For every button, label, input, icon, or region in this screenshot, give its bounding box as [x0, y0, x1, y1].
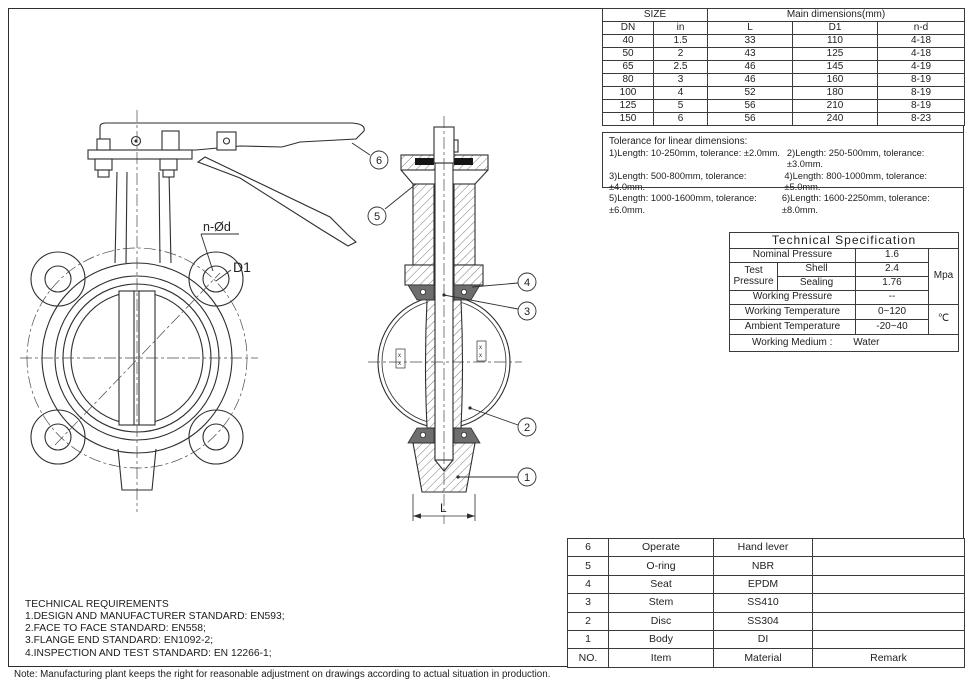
- requirement-item: 3.FLANGE END STANDARD: EN1092-2;: [25, 635, 214, 647]
- tolerance-row: 3)Length: 500-800mm, tolerance: ±4.0mm. …: [609, 170, 927, 192]
- callout-2: 2: [524, 422, 530, 434]
- bolt-circle-label: D1: [233, 259, 251, 275]
- svg-text:x: x: [398, 353, 401, 359]
- valve-neck: [114, 171, 172, 264]
- temperature-unit: ℃: [927, 304, 960, 335]
- sealing-value: 1.76: [855, 276, 929, 291]
- requirement-item: 2.FACE TO FACE STANDARD: EN558;: [25, 623, 206, 635]
- svg-text:x: x: [479, 345, 482, 351]
- length-dim-label: L: [440, 501, 447, 515]
- disc-hub: [424, 299, 464, 429]
- col-footer-material: Material: [713, 648, 813, 668]
- col-header-l: L: [707, 21, 794, 35]
- working-temperature-value: 0~120: [855, 304, 929, 320]
- sheet-border: [8, 8, 964, 667]
- requirement-item: 4.INSPECTION AND TEST STANDARD: EN 12266…: [25, 647, 272, 659]
- svg-text:x: x: [479, 353, 482, 359]
- front-view-centerlines: [20, 110, 258, 512]
- section-symbols: x x x x: [395, 340, 487, 369]
- lever-mount-plate: [87, 149, 193, 160]
- side-view-centerlines: [368, 116, 522, 524]
- size-header: SIZE: [601, 8, 709, 22]
- col-footer-remark: Remark: [812, 648, 965, 668]
- tolerance-row: 5)Length: 1000-1600mm, tolerance: ±6.0mm…: [609, 193, 930, 215]
- tolerance-box: Tolerance for linear dimensions: 1)Lengt…: [602, 132, 964, 215]
- ambient-temperature-label: Ambient Temperature: [729, 319, 856, 335]
- shell-value: 2.4: [855, 262, 929, 277]
- size-dimensions-table: SIZE Main dimensions(mm) DN in L D1 n-d …: [601, 8, 966, 126]
- col-header-dn: DN: [602, 21, 654, 35]
- callout-6: 6: [376, 155, 382, 167]
- col-header-in: in: [652, 21, 709, 35]
- butterfly-valve-drawing: n-Ød D1: [20, 110, 537, 524]
- bolt-pattern-label: n-Ød: [203, 220, 231, 234]
- spec-title: Technical Specification: [728, 232, 960, 249]
- working-temperature-label: Working Temperature: [729, 304, 856, 320]
- nominal-pressure-label: Nominal Pressure: [729, 248, 856, 263]
- callout-balloons: 6 5 4 3 2 1: [351, 142, 537, 487]
- o-ring-band: [415, 158, 434, 165]
- seat-seals: [407, 284, 481, 444]
- neck-walls: [404, 183, 484, 286]
- test-pressure-label: Test Pressure: [729, 262, 778, 291]
- tolerance-title: Tolerance for linear dimensions:: [609, 136, 748, 147]
- manufacturing-note: Note: Manufacturing plant keeps the righ…: [14, 669, 551, 680]
- col-footer-item: Item: [608, 648, 714, 668]
- shell-label: Shell: [777, 262, 856, 277]
- working-pressure-label: Working Pressure: [729, 290, 856, 305]
- col-footer-no: NO.: [567, 648, 609, 668]
- front-view: n-Ød D1: [20, 110, 365, 512]
- callout-1: 1: [524, 472, 530, 484]
- callout-4: 4: [524, 277, 530, 289]
- nominal-pressure-value: 1.6: [855, 248, 929, 263]
- col-header-nd: n-d: [877, 21, 966, 35]
- parts-footer-row: NO. Item Material Remark: [567, 648, 965, 668]
- callout-3: 3: [524, 306, 530, 318]
- table-row: SIZE Main dimensions(mm): [601, 8, 966, 22]
- ambient-temperature-value: -20~40: [855, 319, 929, 335]
- technical-requirements-title: TECHNICAL REQUIREMENTS: [25, 599, 169, 610]
- callout-5: 5: [374, 211, 380, 223]
- working-medium-row: Working Medium : Water: [728, 334, 960, 352]
- technical-requirements: TECHNICAL REQUIREMENTS 1.DESIGN AND MANU…: [25, 599, 285, 660]
- table-row: DN in L D1 n-d: [602, 21, 966, 35]
- svg-text:x: x: [398, 361, 401, 367]
- hand-lever: [87, 122, 365, 247]
- pressure-unit: Mpa: [927, 248, 960, 305]
- lever-trigger: [196, 156, 357, 247]
- tolerance-row: 1)Length: 10-250mm, tolerance: ±2.0mm. 2…: [609, 148, 925, 170]
- sealing-label: Sealing: [777, 276, 856, 291]
- main-dimensions-header: Main dimensions(mm): [707, 8, 966, 22]
- working-pressure-value: --: [855, 290, 929, 305]
- col-header-d1: D1: [792, 21, 879, 35]
- front-view-labels: n-Ød D1: [200, 220, 251, 282]
- technical-specification-table: Technical Specification Nominal Pressure…: [728, 232, 960, 352]
- requirement-item: 1.DESIGN AND MANUFACTURER STANDARD: EN59…: [25, 611, 285, 623]
- side-section-view: x x x x L: [368, 116, 522, 524]
- working-medium-value: Water: [853, 336, 880, 348]
- working-medium-label: Working Medium :: [752, 336, 833, 348]
